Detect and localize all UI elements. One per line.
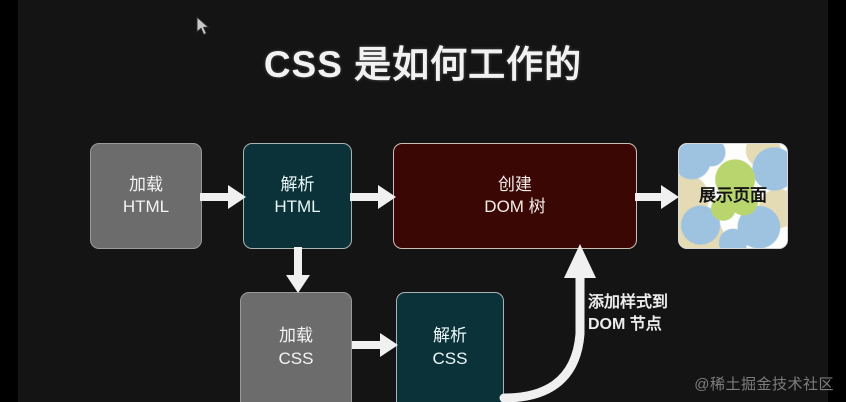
- flow-node-parse-html: 解析 HTML: [243, 143, 352, 249]
- flow-node-load-css: 加载 CSS: [240, 292, 352, 402]
- arrow-load-css-to-parse-css: [352, 330, 400, 360]
- flow-node-create-dom-line2: DOM 树: [484, 197, 546, 216]
- arrow-parse-html-to-create-dom: [350, 182, 398, 212]
- flow-node-load-html-line1: 加载: [129, 174, 163, 194]
- flow-node-load-html: 加载 HTML: [90, 143, 202, 249]
- flow-node-parse-css-line2: CSS: [432, 348, 468, 368]
- flow-node-parse-html-line2: HTML: [274, 197, 321, 216]
- flow-node-parse-html-line1: 解析: [280, 174, 315, 194]
- flow-node-create-dom-line1: 创建: [498, 174, 532, 194]
- edge-label-line1: 添加样式到: [588, 294, 669, 311]
- flow-node-parse-css: 解析 CSS: [396, 292, 504, 402]
- flow-node-load-html-line2: HTML: [122, 197, 170, 216]
- edge-label-add-style-to-dom: 添加样式到 DOM 节点: [588, 292, 668, 335]
- watermark: @稀土掘金技术社区: [694, 376, 834, 393]
- mouse-cursor-icon: [196, 15, 212, 43]
- arrow-create-dom-to-render-page: [635, 182, 681, 212]
- page-title: CSS 是如何工作的: [263, 44, 583, 85]
- flow-node-load-css-line2: CSS: [278, 348, 314, 368]
- flow-node-render-page-label: 展示页面: [699, 185, 767, 205]
- flow-node-render-page: 展示页面: [678, 143, 788, 249]
- map-texture: [679, 144, 787, 248]
- flow-node-parse-css-line1: 解析: [433, 326, 467, 346]
- edge-label-line2: DOM 节点: [588, 315, 662, 333]
- arrow-parse-css-to-create-dom: [498, 238, 608, 402]
- arrow-load-html-to-parse-html: [200, 182, 248, 212]
- flow-node-load-css-line1: 加载: [279, 326, 313, 346]
- arrow-parse-html-to-load-css: [283, 247, 313, 295]
- flow-node-create-dom: 创建 DOM 树: [393, 143, 637, 249]
